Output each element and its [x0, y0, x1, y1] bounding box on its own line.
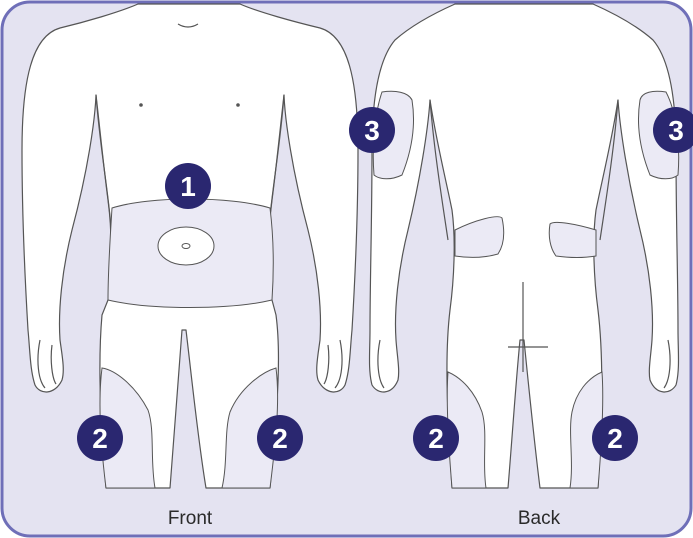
badge-zone-3-left: 3	[349, 107, 395, 153]
front-navel-region	[158, 227, 214, 265]
badge-1-text: 1	[180, 171, 196, 202]
badge-2-text: 2	[607, 423, 623, 454]
badge-zone-1-abdomen: 1	[165, 163, 211, 209]
back-view-label: Back	[459, 508, 619, 530]
badge-3-text: 3	[668, 115, 684, 146]
badge-zone-2-front-left: 2	[77, 415, 123, 461]
front-chest-dot-left	[140, 104, 142, 106]
badge-2-text: 2	[428, 423, 444, 454]
badge-zone-2-back-left: 2	[413, 415, 459, 461]
badge-zone-2-back-right: 2	[592, 415, 638, 461]
front-chest-dot-right	[237, 104, 239, 106]
badge-2-text: 2	[272, 423, 288, 454]
front-view-label: Front	[110, 508, 270, 530]
badge-zone-2-front-right: 2	[257, 415, 303, 461]
back-zone-flank-right	[549, 222, 596, 257]
badge-3-text: 3	[364, 115, 380, 146]
badge-2-text: 2	[92, 423, 108, 454]
